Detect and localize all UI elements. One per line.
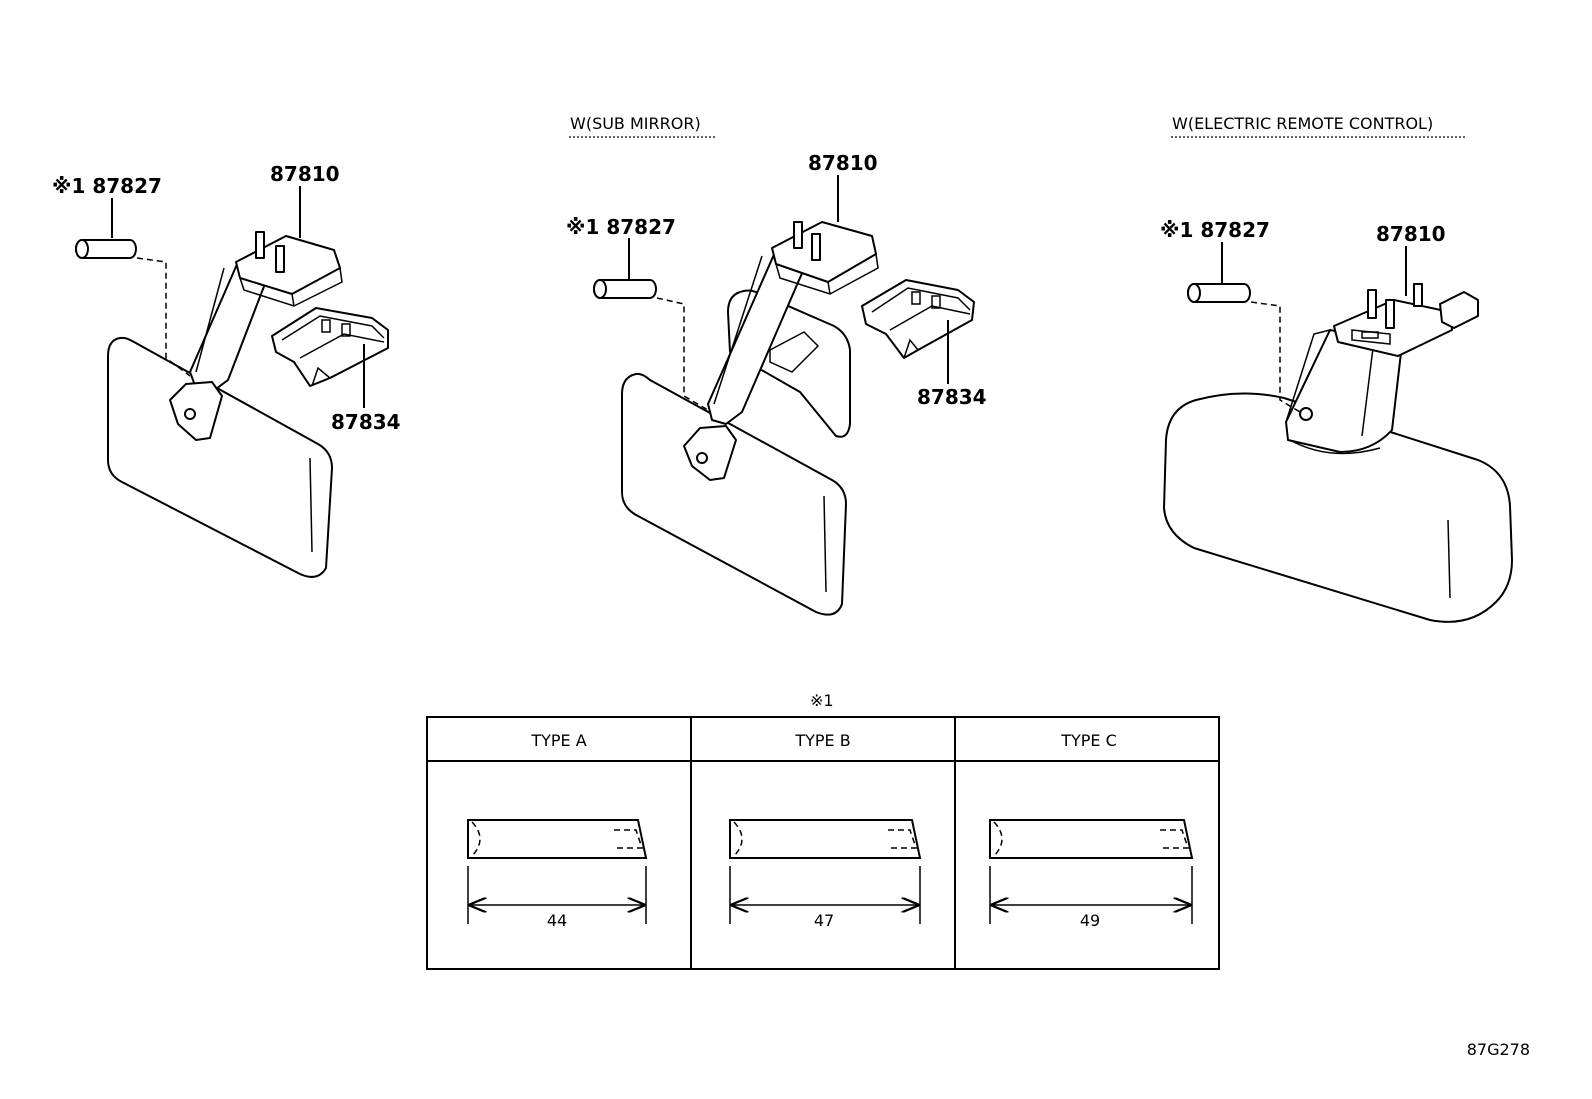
label-mount: 87810 [270, 162, 340, 186]
pin-type-table: ※1 TYPE A 44 TYPE B 47 [426, 691, 1220, 970]
hinge-bracket [169, 381, 223, 441]
variant-standard: ※1 87827 87810 87834 [52, 162, 401, 578]
pin-87827 [1187, 283, 1251, 303]
label-pin: ※1 87827 [1160, 218, 1270, 242]
heading-electric-remote-control: W(ELECTRIC REMOTE CONTROL) [1172, 114, 1433, 133]
variant-sub-mirror: W(SUB MIRROR) [566, 114, 987, 616]
type-header: TYPE C [1060, 731, 1117, 750]
label-cover: 87834 [917, 385, 987, 409]
mirror-body [107, 336, 333, 578]
type-length: 47 [814, 911, 834, 930]
type-column-a: TYPE A 44 [467, 731, 648, 930]
pin-87827 [75, 239, 137, 259]
label-pin: ※1 87827 [566, 215, 676, 239]
type-length: 49 [1080, 911, 1100, 930]
type-column-b: TYPE B 47 [729, 731, 922, 930]
variant-electric-remote-control: W(ELECTRIC REMOTE CONTROL) ※1 87827 8781… [1160, 114, 1513, 623]
drawing-code: 87G278 [1467, 1040, 1530, 1059]
label-mount: 87810 [1376, 222, 1446, 246]
table-marker: ※1 [810, 691, 834, 710]
type-header: TYPE B [794, 731, 850, 750]
label-cover: 87834 [331, 410, 401, 434]
pin-87827 [593, 279, 657, 299]
hinge-bracket [683, 425, 737, 481]
type-column-c: TYPE C 49 [989, 731, 1194, 930]
heading-sub-mirror: W(SUB MIRROR) [570, 114, 701, 133]
label-mount: 87810 [808, 151, 878, 175]
cover-87834 [861, 279, 975, 359]
mirror-body [621, 372, 847, 616]
mirror-body [1163, 392, 1513, 623]
control-housing [1285, 329, 1403, 453]
type-header: TYPE A [530, 731, 586, 750]
type-length: 44 [547, 911, 567, 930]
cover-87834 [271, 307, 389, 387]
label-pin: ※1 87827 [52, 174, 162, 198]
